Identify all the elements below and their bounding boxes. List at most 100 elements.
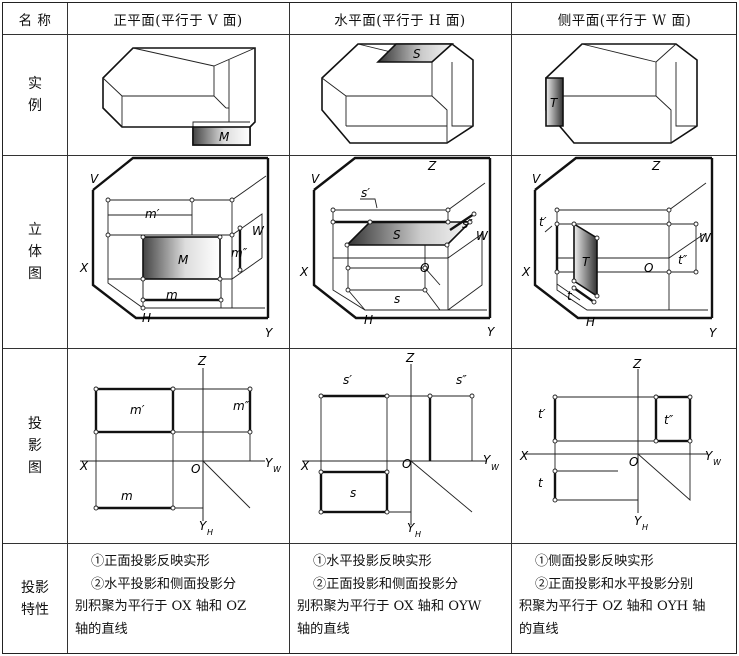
label-O: O (644, 261, 653, 275)
label-Yw-subscript: W (491, 463, 500, 472)
row-label-solid: 立 体 图 (3, 155, 67, 348)
property-line: 别积聚为平行于 OX 轴和 OZ (75, 599, 247, 614)
row-label-char: 图 (28, 265, 42, 282)
label-Yw-subscript: W (273, 465, 282, 474)
label-s: s (394, 292, 400, 306)
label-Z: Z (427, 159, 437, 173)
label-Z: Z (405, 351, 415, 365)
label-Yh-subscript: H (642, 523, 648, 532)
solid-profile: V X H W Y Z O t′ t″ t T (521, 156, 718, 340)
table-divider (3, 543, 736, 544)
row-label-char: 实 (28, 75, 42, 92)
property-line: ①侧面投影反映实形 (535, 554, 654, 569)
table-divider (3, 348, 736, 349)
label-M: M (178, 253, 189, 267)
label-Y: Y (487, 325, 496, 339)
label-t-double-prime: t″ (664, 413, 674, 427)
table-divider (67, 3, 68, 653)
projection-frontal: Z X O Y W Y H m′ m″ m (79, 354, 282, 537)
label-s-double-prime: s″ (462, 217, 473, 231)
label-Yw-subscript: W (713, 458, 722, 467)
label-t-prime: t′ (538, 407, 546, 421)
row-label-example: 实 例 (3, 34, 67, 155)
label-X: X (299, 265, 309, 279)
label-Z: Z (632, 357, 642, 371)
label-Yh-subscript: H (415, 530, 421, 539)
example-horizontal-object: S (321, 43, 474, 144)
row-label-projection: 投 影 图 (3, 348, 67, 543)
row-label-property: 投影 特性 (3, 543, 67, 655)
property-line: ②正面投影和水平投影分别 (535, 576, 694, 592)
property-line: 轴的直线 (297, 621, 350, 637)
label-W: W (476, 229, 489, 243)
property-text-profile: ①侧面投影反映实形 ②正面投影和水平投影分别 积聚为平行于 OZ 轴和 OYH … (511, 543, 738, 655)
property-line: ①水平投影反映实形 (313, 554, 432, 569)
label-V: V (532, 172, 541, 186)
label-X: X (519, 449, 529, 463)
example-profile-object: T (545, 43, 698, 144)
label-t: t (538, 476, 544, 490)
label-t-prime: t′ (539, 215, 547, 229)
label-Yw: Y (483, 453, 492, 467)
projection-profile: Z X O Y W Y H t′ t″ t (519, 357, 722, 532)
label-m-double-prime: m″ (233, 399, 250, 413)
property-text-horizontal: ①水平投影反映实形 ②正面投影和侧面投影分 别积聚为平行于 OX 轴和 OYW … (289, 543, 511, 655)
plane-m-shaded (142, 236, 221, 280)
label-V: V (90, 172, 99, 186)
row-label-char: 体 (28, 243, 42, 260)
label-Y: Y (265, 326, 274, 340)
label-T: T (550, 96, 559, 110)
property-line: 的直线 (519, 621, 559, 637)
row-label-char: 投 (28, 415, 42, 432)
label-m: m (166, 288, 178, 302)
solid-horizontal: V X H W Y Z O s′ s″ s S (299, 156, 496, 339)
header-profile-plane: 侧平面(平行于 W 面) (557, 12, 692, 29)
table-divider (3, 34, 736, 35)
label-m-double-prime: m″ (231, 246, 248, 260)
label-t: t (567, 289, 573, 303)
label-X: X (300, 459, 310, 473)
label-W: W (699, 231, 712, 245)
property-line: 轴的直线 (75, 621, 128, 637)
label-X: X (79, 261, 89, 275)
label-O: O (629, 455, 638, 469)
label-t-double-prime: t″ (678, 253, 688, 267)
label-m-prime: m′ (130, 403, 145, 417)
label-m-prime: m′ (145, 207, 160, 221)
header-horizontal-plane: 水平面(平行于 H 面) (334, 12, 466, 29)
label-Y: Y (709, 326, 718, 340)
table-divider (3, 155, 736, 156)
label-X: X (79, 459, 89, 473)
label-O: O (191, 462, 200, 476)
label-O: O (420, 261, 429, 275)
plane-s-shaded (345, 221, 472, 246)
label-Yh: Y (199, 519, 208, 533)
property-line: ①正面投影反映实形 (91, 554, 210, 569)
example-frontal-object: M (102, 47, 256, 146)
label-M: M (219, 130, 230, 144)
label-O: O (402, 457, 411, 471)
label-s: s (350, 486, 356, 500)
label-Yw: Y (705, 449, 714, 463)
label-Z: Z (651, 159, 661, 173)
label-W: W (252, 224, 265, 238)
label-Yh: Y (407, 521, 416, 535)
label-s-prime: s′ (343, 373, 352, 387)
solid-frontal: V X H W Y m′ m″ m M (79, 156, 274, 340)
label-s-double-prime: s″ (456, 373, 467, 387)
row-label-char: 影 (28, 437, 42, 454)
label-Yw: Y (265, 456, 274, 470)
label-s-prime: s′ (361, 186, 370, 200)
property-text-frontal: ①正面投影反映实形 ②水平投影和侧面投影分 别积聚为平行于 OX 轴和 OZ 轴… (67, 543, 289, 655)
label-Yh: Y (634, 514, 643, 528)
header-frontal-plane: 正平面(平行于 V 面) (113, 12, 243, 29)
row-label-char: 立 (28, 221, 42, 238)
row-label-char: 图 (28, 459, 42, 476)
property-line: ②正面投影和侧面投影分 (313, 576, 459, 592)
row-label-char: 例 (28, 97, 42, 114)
plane-m-shaded (192, 126, 251, 146)
label-H: H (364, 313, 373, 327)
row-label-char: 投影 (21, 580, 49, 596)
label-H: H (142, 311, 151, 325)
